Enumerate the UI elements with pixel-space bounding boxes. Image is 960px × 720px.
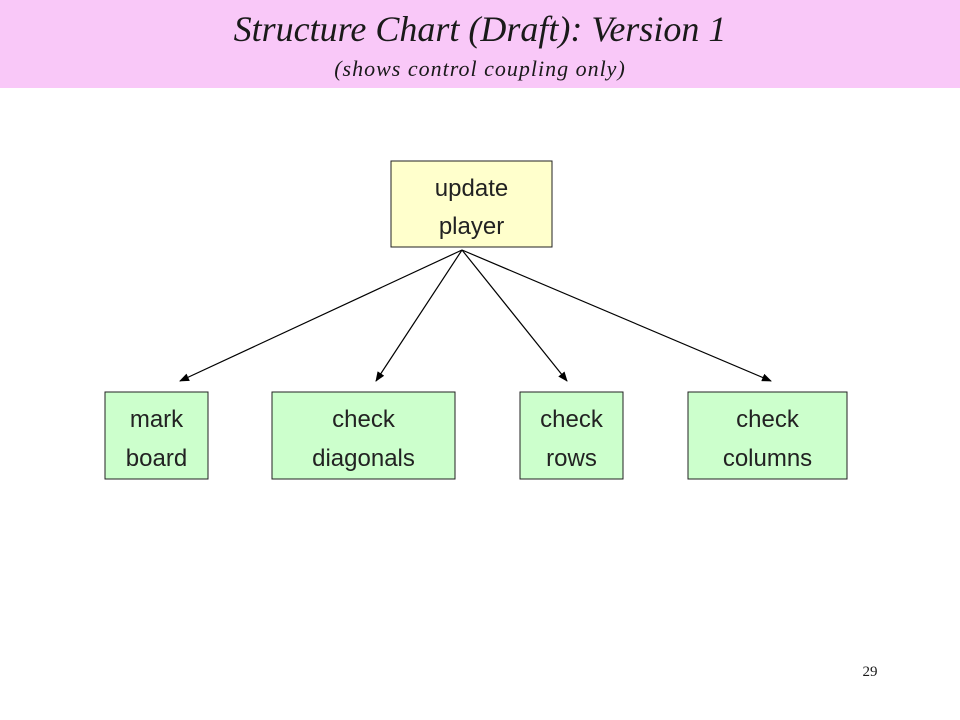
module-check-rows: check rows [519,391,624,480]
connector-update-player-to-check-rows [461,249,568,382]
connector-update-player-to-check-columns [461,249,772,382]
module-label-line: mark [130,406,184,433]
module-box [271,391,456,480]
module-label-line: check [540,406,604,433]
page-number: 29 [862,664,878,680]
module-check-columns: check columns [687,391,848,480]
connector-update-player-to-mark-board [179,249,463,382]
module-label-line: player [439,213,504,240]
module-box [687,391,848,480]
module-label-line: rows [546,445,597,472]
module-label-line: diagonals [312,445,415,472]
slide-title: Structure Chart (Draft): Version 1 [233,9,727,49]
module-label-line: columns [723,445,812,472]
module-box [104,391,209,480]
module-box [519,391,624,480]
connector-update-player-to-check-diagonals [375,249,463,382]
module-box [390,160,553,248]
slide-subtitle: (shows control coupling only) [334,56,626,81]
module-mark-board: mark board [104,391,209,480]
module-check-diagonals: check diagonals [271,391,456,480]
module-label-line: update [435,175,508,202]
module-label-line: check [736,406,800,433]
module-label-line: check [332,406,396,433]
module-update-player: update player [390,160,553,248]
title-banner [0,0,960,88]
module-label-line: board [126,445,187,472]
